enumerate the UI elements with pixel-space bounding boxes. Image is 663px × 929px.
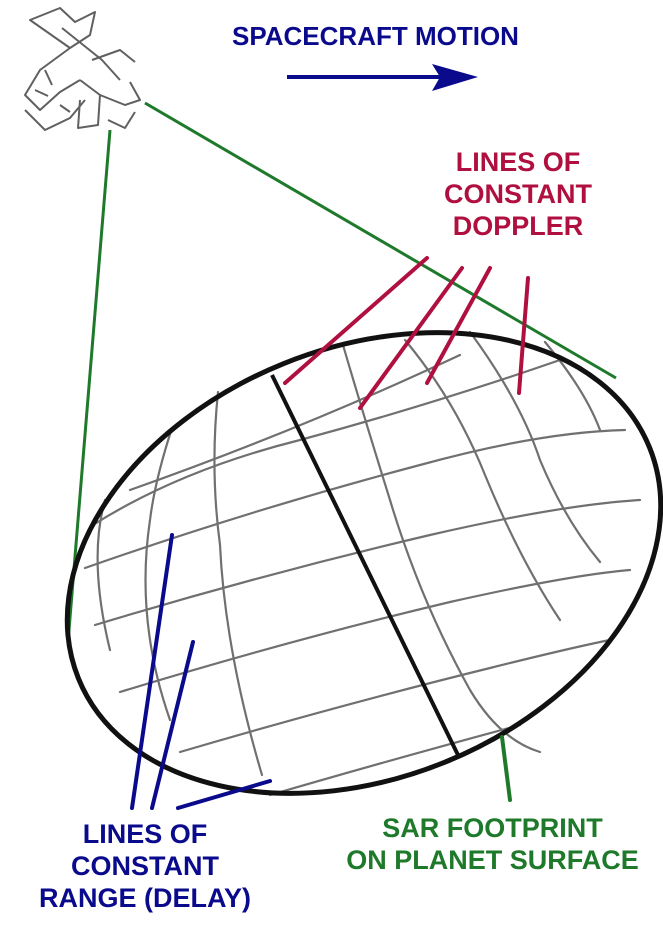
- range-label-line-1: LINES OF: [82, 819, 208, 849]
- footprint-label-line-2: ON PLANET SURFACE: [346, 845, 639, 875]
- constant-range-label: LINES OF CONSTANT RANGE (DELAY): [10, 818, 280, 914]
- constant-doppler-label: LINES OF CONSTANT DOPPLER: [418, 146, 618, 242]
- spacecraft-motion-label: SPACECRAFT MOTION: [232, 21, 519, 51]
- range-pointer-lines: [130, 533, 272, 810]
- doppler-label-line-1: LINES OF: [455, 147, 581, 177]
- zero-doppler-line: [270, 374, 460, 756]
- spacecraft-icon: [24, 7, 141, 131]
- footprint-pointer-line: [500, 735, 512, 802]
- doppler-label-line-3: DOPPLER: [452, 211, 584, 241]
- sar-footprint-label: SAR FOOTPRINT ON PLANET SURFACE: [325, 812, 660, 876]
- range-label-line-2: CONSTANT: [71, 851, 219, 881]
- beam-line-right: [144, 101, 617, 380]
- right-arrow-icon: [287, 64, 478, 91]
- beam-line-left: [66, 129, 112, 643]
- doppler-label-line-2: CONSTANT: [444, 179, 592, 209]
- doppler-pointer-lines: [283, 256, 530, 410]
- footprint-label-line-1: SAR FOOTPRINT: [382, 813, 603, 843]
- range-label-line-3: RANGE (DELAY): [38, 883, 252, 913]
- sar-footprint-outline: [64, 330, 663, 796]
